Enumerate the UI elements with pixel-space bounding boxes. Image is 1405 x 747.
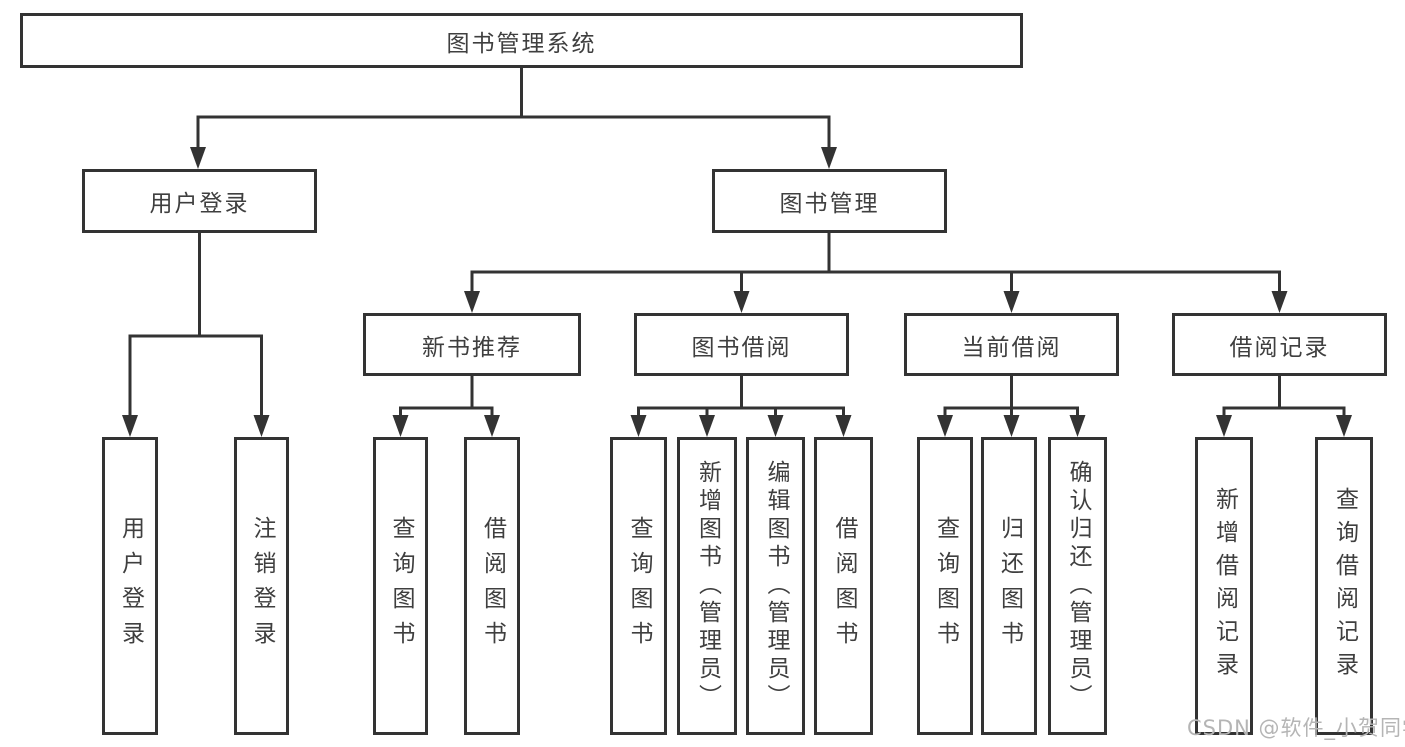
node-book-management: 图书管理: [712, 169, 947, 233]
arrowhead-group: [122, 147, 1352, 437]
leaf-borrow-books-recommend: 借阅图书: [464, 437, 520, 735]
leaf-return-book: 归还图书: [981, 437, 1037, 735]
leaf-add-borrow-record-label: 新增借阅记录: [1211, 487, 1238, 685]
leaf-borrow-books-recommend-label: 借阅图书: [479, 516, 506, 656]
node-root-system: 图书管理系统: [20, 13, 1023, 68]
leaf-logout: 注销登录: [234, 437, 289, 735]
node-user-login: 用户登录: [82, 169, 317, 233]
csdn-watermark: CSDN @软件_小贺同学: [1187, 716, 1405, 740]
leaf-query-books-borrow: 查询图书: [610, 437, 667, 735]
leaf-query-borrow-record: 查询借阅记录: [1315, 437, 1373, 735]
leaf-borrow-books-label: 借阅图书: [831, 516, 857, 656]
leaf-query-borrow-record-label: 查询借阅记录: [1331, 487, 1358, 685]
leaf-borrow-books: 借阅图书: [814, 437, 873, 735]
leaf-confirm-return-admin: 确认归还（管理员）: [1048, 437, 1107, 735]
leaf-edit-book-admin-label: 编辑图书（管理员）: [763, 460, 789, 712]
node-current-borrow-label: 当前借阅: [961, 334, 1062, 361]
leaf-query-books-current: 查询图书: [917, 437, 973, 735]
node-new-book-recommend-label: 新书推荐: [422, 334, 522, 361]
node-user-login-label: 用户登录: [149, 191, 250, 217]
node-borrow-records: 借阅记录: [1172, 313, 1387, 376]
node-borrow-records-label: 借阅记录: [1229, 334, 1330, 361]
leaf-edit-book-admin: 编辑图书（管理员）: [746, 437, 805, 735]
leaf-confirm-return-admin-label: 确认归还（管理员）: [1065, 460, 1091, 712]
leaf-query-books-current-label: 查询图书: [932, 516, 959, 656]
leaf-add-borrow-record: 新增借阅记录: [1195, 437, 1253, 735]
leaf-user-login-label: 用户登录: [117, 516, 144, 656]
leaf-query-books-recommend: 查询图书: [373, 437, 428, 735]
leaf-query-books-recommend-label: 查询图书: [388, 516, 414, 656]
leaf-user-login: 用户登录: [102, 437, 158, 735]
node-book-management-label: 图书管理: [779, 191, 880, 217]
leaf-add-book-admin-label: 新增图书（管理员）: [694, 460, 721, 712]
leaf-add-book-admin: 新增图书（管理员）: [677, 437, 737, 735]
leaf-return-book-label: 归还图书: [996, 516, 1023, 656]
node-root-label: 图书管理系统: [446, 30, 597, 57]
node-new-book-recommend: 新书推荐: [363, 313, 581, 376]
node-book-borrow-label: 图书借阅: [691, 334, 792, 361]
node-current-borrow: 当前借阅: [904, 313, 1119, 376]
node-book-borrow: 图书借阅: [634, 313, 849, 376]
leaf-query-books-borrow-label: 查询图书: [626, 516, 652, 656]
leaf-logout-label: 注销登录: [249, 516, 275, 656]
